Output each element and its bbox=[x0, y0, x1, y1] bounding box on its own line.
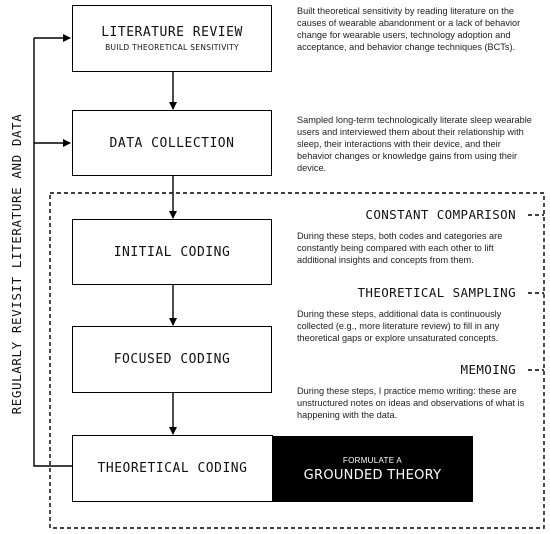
literature-review-description: Built theoretical sensitivity by reading… bbox=[297, 6, 521, 52]
literature-review-box: LITERATURE REVIEW BUILD THEORETICAL SENS… bbox=[72, 5, 272, 72]
focused-coding-box: FOCUSED CODING bbox=[72, 326, 272, 393]
initial-coding-title: INITIAL CODING bbox=[113, 244, 231, 260]
constant-comparison-description: During these steps, both codes and categ… bbox=[297, 231, 503, 265]
theoretical-sampling-heading: THEORETICAL SAMPLING bbox=[357, 285, 516, 300]
theoretical-coding-box: THEORETICAL CODING bbox=[72, 435, 273, 502]
literature-review-subtitle: BUILD THEORETICAL SENSITIVITY bbox=[105, 43, 239, 52]
data-collection-title: DATA COLLECTION bbox=[109, 135, 235, 151]
constant-comparison-heading: CONSTANT COMPARISON bbox=[365, 207, 516, 222]
grounded-theory-box: FORMULATE A GROUNDED THEORY bbox=[272, 436, 473, 502]
revisit-loop-line bbox=[33, 38, 72, 467]
revisit-label: REGULARLY REVISIT LITERATURE AND DATA bbox=[9, 113, 24, 415]
focused-coding-title: FOCUSED CODING bbox=[113, 352, 231, 367]
grounded-theory-title: GROUNDED THEORY bbox=[303, 467, 442, 483]
literature-review-title: LITERATURE REVIEW bbox=[101, 25, 243, 40]
theoretical-coding-title: THEORETICAL CODING bbox=[97, 461, 248, 476]
memoing-heading: MEMOING bbox=[460, 362, 516, 377]
data-collection-description: Sampled long-term technologically litera… bbox=[297, 115, 532, 173]
memoing-description: During these steps, I practice memo writ… bbox=[297, 386, 525, 420]
grounded-theory-pre: FORMULATE A bbox=[342, 455, 403, 465]
iterative-region-border bbox=[49, 192, 545, 529]
theoretical-sampling-description: During these steps, additional data is c… bbox=[297, 309, 502, 343]
data-collection-box: DATA COLLECTION bbox=[72, 110, 272, 176]
initial-coding-box: INITIAL CODING bbox=[72, 219, 272, 285]
